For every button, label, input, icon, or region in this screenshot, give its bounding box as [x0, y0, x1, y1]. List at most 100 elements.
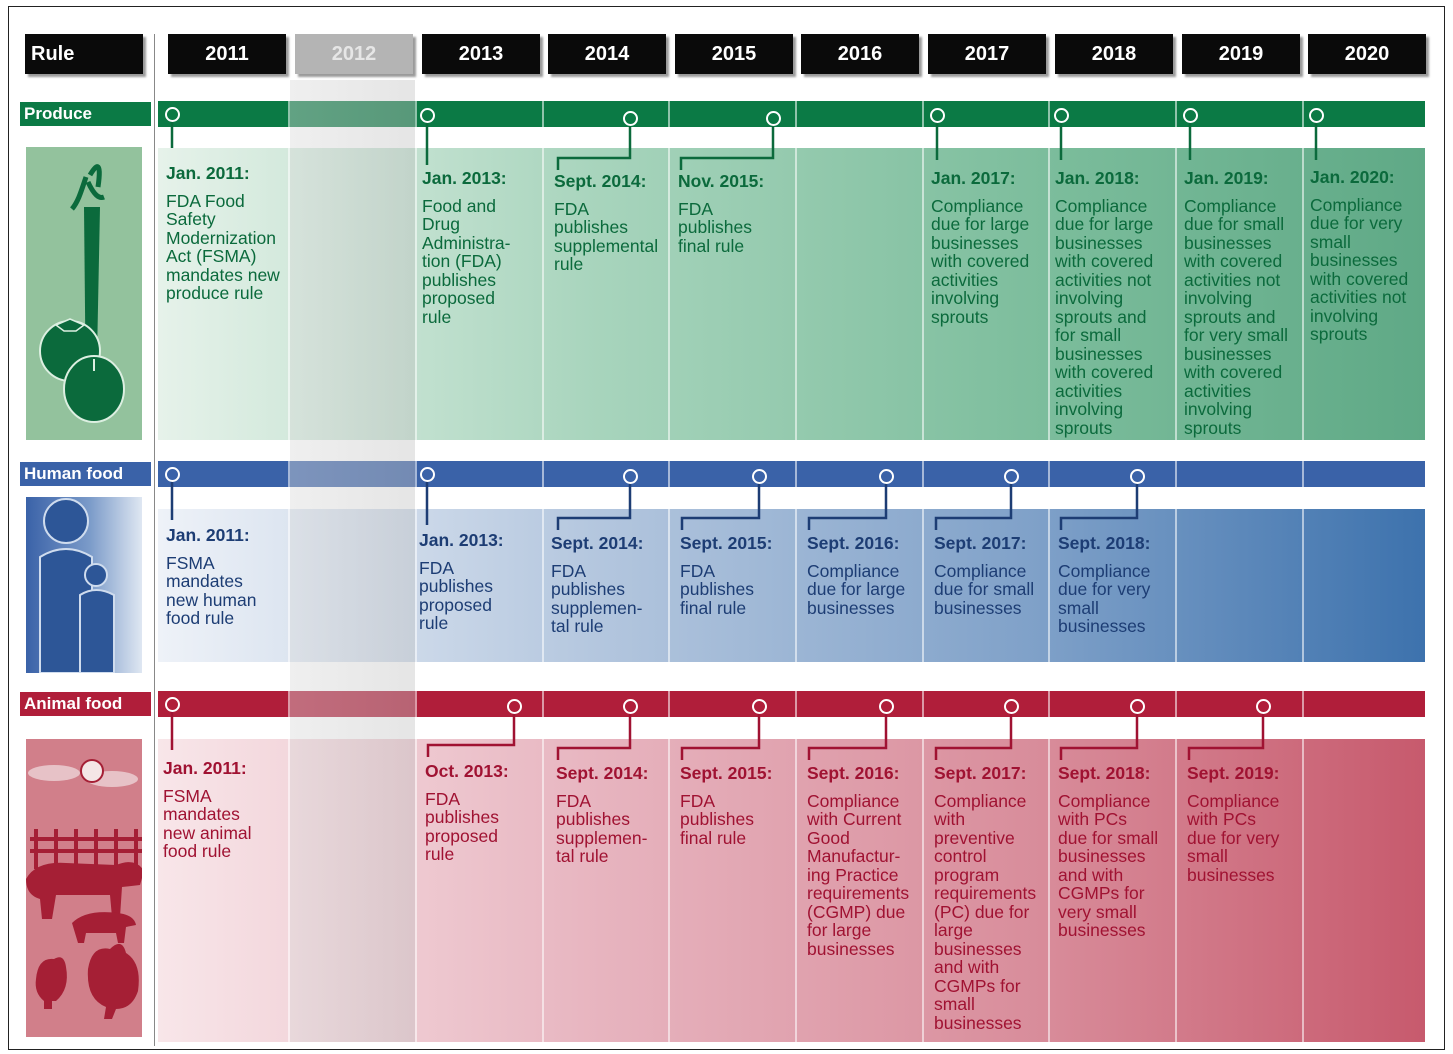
animal-food-event-2017: Sept. 2017: Compliance with preventive c… — [934, 764, 1036, 1032]
adult-child-silhouette-icon — [26, 497, 142, 673]
year-label: 2018 — [1091, 42, 1137, 65]
carrot-tomato-apple-icon — [26, 147, 142, 440]
event-date: Jan. 2011: — [166, 163, 250, 183]
event-date: Jan. 2020: — [1310, 167, 1395, 187]
event-marker — [1256, 699, 1271, 714]
animal-food-event-2016: Sept. 2016: Compliance with Current Good… — [807, 764, 909, 958]
event-marker — [623, 699, 638, 714]
event-date: Sept. 2015: — [680, 763, 773, 783]
year-label: 2015 — [711, 42, 757, 65]
year-label: 2016 — [837, 42, 883, 65]
event-marker — [879, 469, 894, 484]
event-date: Sept. 2014: — [554, 171, 647, 191]
event-date: Jan. 2018: — [1055, 168, 1140, 188]
row-label-text: Animal food — [24, 694, 123, 713]
animal-food-event-2015: Sept. 2015: FDA publishes final rule — [680, 764, 772, 847]
human-food-event-2015: Sept. 2015: FDA publishes final rule — [680, 534, 772, 617]
event-marker — [1004, 699, 1019, 714]
year-label: 2012 — [331, 42, 377, 65]
produce-event-2011: Jan. 2011: FDA Food Safety Modernization… — [166, 164, 280, 303]
year-header-2019: 2019 — [1182, 34, 1300, 74]
row-label-human-food: Human food — [20, 462, 151, 486]
event-text: FDA publishes supplemen- tal rule — [551, 560, 643, 636]
event-marker — [165, 107, 180, 122]
event-text: FDA publishes final rule — [680, 560, 754, 618]
year-label: 2020 — [1344, 42, 1390, 65]
human-food-event-2014: Sept. 2014: FDA publishes supplemen- tal… — [551, 534, 643, 636]
human-food-event-2013: Jan. 2013: FDA publishes proposed rule — [419, 531, 504, 633]
event-date: Sept. 2018: — [1058, 533, 1151, 553]
event-date: Sept. 2016: — [807, 533, 900, 553]
event-marker — [1130, 469, 1145, 484]
row-label-animal-food: Animal food — [20, 692, 151, 716]
event-marker — [623, 469, 638, 484]
year-header-2014: 2014 — [548, 34, 666, 74]
year-label: 2011 — [205, 42, 249, 65]
animal-food-event-2011: Jan. 2011: FSMA mandates new animal food… — [163, 759, 252, 861]
animal-food-event-2014: Sept. 2014: FDA publishes supplemen- tal… — [556, 764, 648, 866]
human-food-event-2011: Jan. 2011: FSMA mandates new human food … — [166, 526, 256, 628]
event-text: FDA publishes proposed rule — [425, 788, 499, 864]
event-text: FDA publishes final rule — [680, 790, 754, 848]
event-text: Compliance due for large businesses with… — [931, 195, 1030, 327]
human-food-event-2018: Sept. 2018: Compliance due for very smal… — [1058, 534, 1150, 636]
event-marker — [1183, 108, 1198, 123]
event-text: FSMA mandates new animal food rule — [163, 785, 252, 861]
event-marker — [1130, 699, 1145, 714]
animal-food-event-2019: Sept. 2019: Compliance with PCs due for … — [1187, 764, 1279, 884]
event-marker — [420, 108, 435, 123]
event-text: FDA publishes proposed rule — [419, 557, 493, 633]
year-header-2017: 2017 — [928, 34, 1046, 74]
event-text: Compliance with PCs due for very small b… — [1187, 790, 1280, 885]
event-date: Sept. 2017: — [934, 763, 1027, 783]
event-marker — [420, 467, 435, 482]
event-marker — [507, 699, 522, 714]
year-header-2012: 2012 — [295, 34, 413, 74]
animal-food-band — [158, 691, 1425, 717]
event-text: Compliance due for large businesses with… — [1055, 195, 1154, 438]
year-label: 2019 — [1218, 42, 1264, 65]
year-label: 2017 — [964, 42, 1010, 65]
animal-food-event-2013: Oct. 2013: FDA publishes proposed rule — [425, 762, 509, 864]
event-date: Sept. 2014: — [551, 533, 644, 553]
event-date: Sept. 2018: — [1058, 763, 1151, 783]
row-label-text: Human food — [24, 464, 124, 483]
event-text: Compliance with PCs due for small busine… — [1058, 790, 1159, 940]
event-date: Nov. 2015: — [678, 171, 765, 191]
event-marker — [930, 108, 945, 123]
event-date: Jan. 2013: — [422, 168, 507, 188]
produce-event-2017: Jan. 2017: Compliance due for large busi… — [931, 169, 1029, 326]
rule-header: Rule — [25, 34, 143, 74]
event-date: Sept. 2019: — [1187, 763, 1280, 783]
produce-event-2015: Nov. 2015: FDA publishes final rule — [678, 172, 764, 255]
human-food-band — [158, 461, 1425, 487]
year-header-2018: 2018 — [1055, 34, 1173, 74]
produce-event-2018: Jan. 2018: Compliance due for large busi… — [1055, 169, 1153, 437]
event-text: FSMA mandates new human food rule — [166, 552, 257, 628]
event-marker — [1054, 108, 1069, 123]
event-date: Sept. 2016: — [807, 763, 900, 783]
event-date: Sept. 2014: — [556, 763, 649, 783]
event-marker — [165, 467, 180, 482]
event-text: FDA publishes supplemental rule — [554, 198, 659, 274]
year-header-2020: 2020 — [1308, 34, 1426, 74]
event-date: Jan. 2011: — [163, 758, 247, 778]
event-marker — [879, 699, 894, 714]
event-marker — [1309, 108, 1324, 123]
year-2012-shade — [290, 80, 415, 1042]
year-label: 2013 — [458, 42, 504, 65]
event-date: Sept. 2017: — [934, 533, 1027, 553]
produce-band — [158, 101, 1425, 127]
event-marker — [752, 469, 767, 484]
event-text: Compliance due for very small businesses — [1058, 560, 1151, 636]
produce-event-2014: Sept. 2014: FDA publishes supplemental r… — [554, 172, 658, 274]
rule-header-label: Rule — [31, 42, 75, 65]
produce-event-2020: Jan. 2020: Compliance due for very small… — [1310, 168, 1408, 344]
animal-food-event-2018: Sept. 2018: Compliance with PCs due for … — [1058, 764, 1158, 940]
year-header-2013: 2013 — [422, 34, 540, 74]
event-date: Sept. 2015: — [680, 533, 773, 553]
row-label-produce: Produce — [20, 102, 151, 126]
event-text: Compliance due for large businesses — [807, 560, 906, 618]
event-text: FDA Food Safety Modernization Act (FSMA)… — [166, 190, 280, 303]
event-date: Jan. 2019: — [1184, 168, 1269, 188]
